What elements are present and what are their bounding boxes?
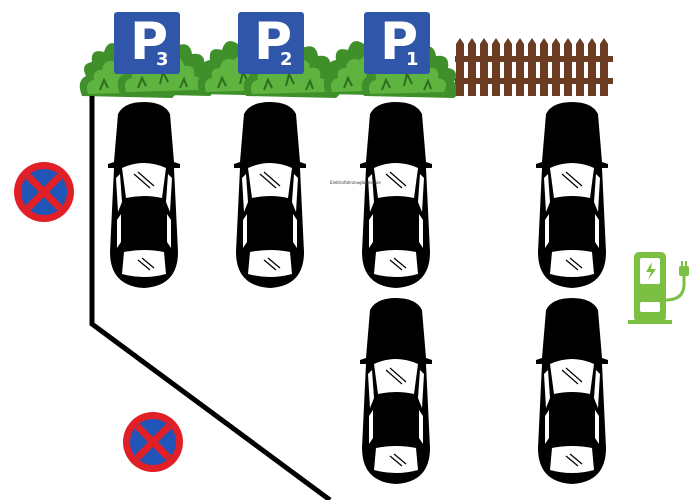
parking-sign-2: P 2 bbox=[238, 12, 304, 74]
car-bottom-middle bbox=[359, 297, 433, 485]
parking-sign-1: P 1 bbox=[364, 12, 430, 74]
tiny-caption: Elektrofahrzeugladesäule bbox=[330, 180, 381, 185]
lot-boundary-line bbox=[89, 96, 332, 500]
parking-sign-3: P 3 bbox=[114, 12, 180, 74]
car-space-1 bbox=[359, 101, 433, 289]
car-space-2 bbox=[233, 101, 307, 289]
parking-sign-number: 3 bbox=[156, 49, 169, 70]
parking-sign-letter: P bbox=[380, 12, 419, 72]
car-space-3 bbox=[107, 101, 181, 289]
no-stopping-sign-upper bbox=[14, 162, 74, 222]
car-right-top bbox=[535, 101, 609, 289]
parking-sign-letter: P bbox=[254, 12, 293, 72]
ev-charger-icon bbox=[628, 252, 689, 324]
parking-sign-letter: P bbox=[130, 12, 169, 72]
wooden-fence bbox=[455, 38, 613, 96]
parking-sign-number: 1 bbox=[406, 49, 419, 70]
car-bottom-right bbox=[535, 297, 609, 485]
parking-sign-number: 2 bbox=[280, 49, 293, 70]
no-stopping-sign-lower bbox=[123, 412, 183, 472]
